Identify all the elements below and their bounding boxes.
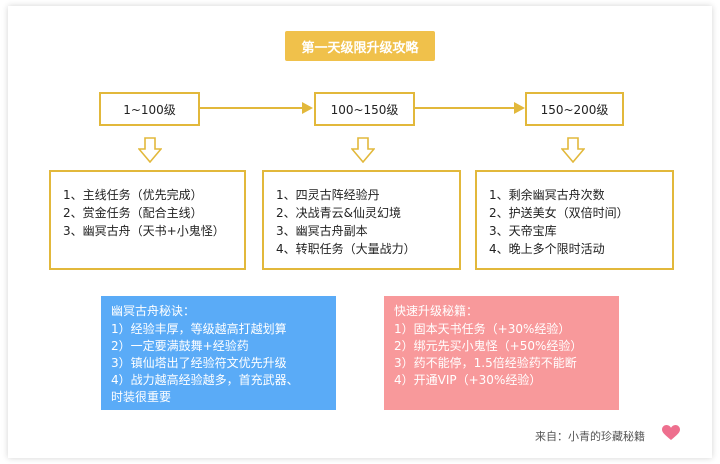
list-item: 4、转职任务（大量战力） xyxy=(276,242,416,256)
tips-line: 2）一定要满鼓舞+经验药 xyxy=(111,339,249,353)
list-item: 1、主线任务（优先完成） xyxy=(63,188,203,202)
list-item: 1、四灵古阵经验丹 xyxy=(276,188,380,202)
down-arrow-icon xyxy=(351,137,375,163)
tips-title: 幽冥古舟秘诀： xyxy=(111,304,196,318)
list-item: 1、剩余幽冥古舟次数 xyxy=(489,188,605,202)
tips-line: 3）镇仙塔出了经验符文优先升级 xyxy=(111,356,287,370)
list-item: 3、幽冥古舟（天书+小鬼怪） xyxy=(63,224,225,238)
page-title: 第一天级限升级攻略 xyxy=(285,31,435,61)
tips-line: 3）药不能停，1.5倍经验药不能断 xyxy=(394,356,577,370)
task-list-2: 1、四灵古阵经验丹 2、决战青云&仙灵幻境 3、幽冥古舟副本 4、转职任务（大量… xyxy=(262,170,461,270)
down-arrow-icon xyxy=(138,137,162,163)
heart-icon xyxy=(662,425,680,440)
tips-line: 时装很重要 xyxy=(111,390,172,404)
level-box-2: 100~150级 xyxy=(314,92,415,126)
tips-line: 2）绑元先买小鬼怪（+50%经验） xyxy=(394,339,583,353)
level-box-1: 1~100级 xyxy=(99,92,200,126)
connector-arrow-2 xyxy=(415,102,525,114)
list-item: 2、护送美女（双倍时间） xyxy=(489,206,629,220)
level-box-3: 150~200级 xyxy=(525,92,624,126)
tips-title: 快速升级秘籍： xyxy=(394,304,479,318)
list-item: 2、决战青云&仙灵幻境 xyxy=(276,206,401,220)
down-arrow-icon xyxy=(561,137,585,163)
tips-box-fast-leveling: 快速升级秘籍： 1）固本天书任务（+30%经验） 2）绑元先买小鬼怪（+50%经… xyxy=(384,296,619,410)
source-credit: 来自：小青的珍藏秘籍 xyxy=(535,430,645,443)
tips-line: 1）固本天书任务（+30%经验） xyxy=(394,322,571,336)
task-list-3: 1、剩余幽冥古舟次数 2、护送美女（双倍时间） 3、天帝宝库 4、晚上多个限时活… xyxy=(475,170,674,270)
tips-line: 1）经验丰厚，等级越高打越划算 xyxy=(111,322,287,336)
list-item: 3、天帝宝库 xyxy=(489,224,557,238)
task-list-1: 1、主线任务（优先完成） 2、赏金任务（配合主线） 3、幽冥古舟（天书+小鬼怪） xyxy=(49,170,246,270)
list-item: 2、赏金任务（配合主线） xyxy=(63,206,203,220)
tips-line: 4）战力越高经验越多，首充武器、 xyxy=(111,373,299,387)
list-item: 4、晚上多个限时活动 xyxy=(489,242,605,256)
list-item: 3、幽冥古舟副本 xyxy=(276,224,368,238)
tips-line: 4）开通VIP（+30%经验） xyxy=(394,373,542,387)
connector-arrow-1 xyxy=(200,102,313,114)
tips-box-ancient-boat: 幽冥古舟秘诀： 1）经验丰厚，等级越高打越划算 2）一定要满鼓舞+经验药 3）镇… xyxy=(101,296,336,410)
